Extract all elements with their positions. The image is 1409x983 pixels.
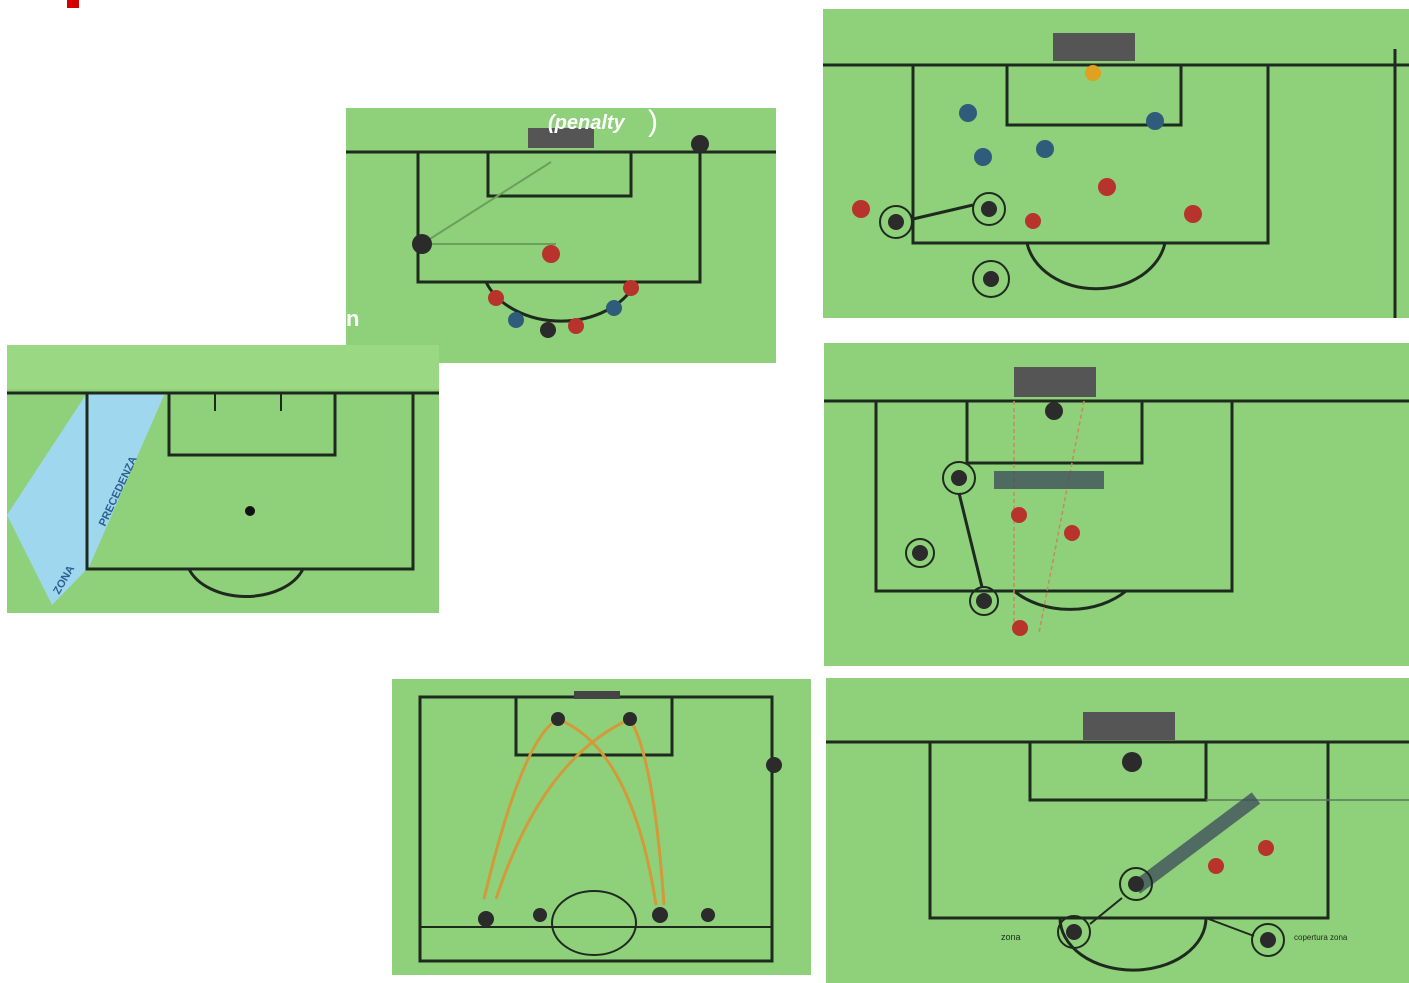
zone-diagram: ZONA PRECEDENZA	[7, 345, 439, 613]
fragment-caption-n: n	[346, 306, 359, 332]
penalty-diagram	[346, 108, 776, 363]
zone-player-label: zona	[1001, 932, 1021, 942]
red-corner-mark	[67, 0, 79, 8]
cover-player-label: copertura zona	[1294, 933, 1348, 942]
attack-diagram-panel	[823, 9, 1409, 318]
cover-diagram-panel: zona copertura zona	[826, 678, 1409, 983]
arc-diagram	[392, 679, 811, 975]
cover-diagram: zona copertura zona	[826, 678, 1409, 983]
marking-diagram-panel	[824, 343, 1409, 666]
penalty-diagram-panel	[346, 108, 776, 363]
marking-diagram	[824, 343, 1409, 666]
zone-diagram-panel: ZONA PRECEDENZA	[7, 345, 439, 613]
penalty-caption-paren: )	[648, 105, 658, 139]
penalty-caption: (penalty	[548, 112, 625, 135]
arc-diagram-panel	[392, 679, 811, 975]
attack-diagram	[823, 9, 1409, 318]
